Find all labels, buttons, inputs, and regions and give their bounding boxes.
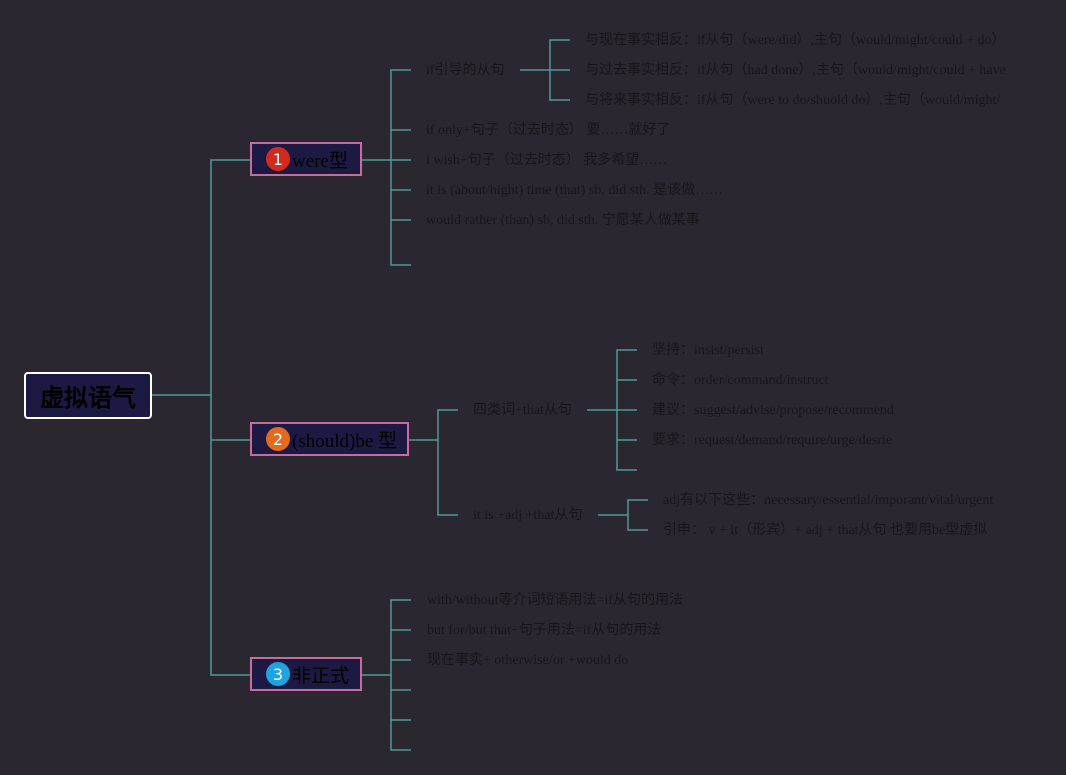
number-2-badge-icon: 2	[266, 427, 290, 451]
topic-but-for[interactable]: but for/but that+句子用法=if从句的用法	[427, 623, 662, 638]
root-label: 虚拟语气	[40, 384, 136, 412]
topic-it-is-time[interactable]: it is (about/hight) time (that) sb. did …	[426, 183, 724, 198]
topic-with-without[interactable]: with/without等介词短语用法=if从句的用法	[427, 593, 684, 608]
topic-i-wish[interactable]: i wish+句子（过去时态） 我多希望……	[426, 153, 668, 168]
topic-if-clause[interactable]: if引导的从句	[426, 63, 505, 78]
topic-would-rather[interactable]: would rather (than) sb, did sth. 宁愿某人做某事	[426, 213, 700, 228]
topic-otherwise[interactable]: 现在事实+ otherwise/or +would do	[427, 653, 629, 668]
topic-it-is-adj[interactable]: it is +adj +that从句	[473, 508, 583, 523]
branch-node-were[interactable]: 1 were型	[250, 142, 362, 176]
number-1-badge-icon: 1	[266, 147, 290, 171]
branch-label: were型	[292, 150, 348, 172]
branch-node-should-be[interactable]: 2 (should)be 型	[250, 422, 409, 456]
topic-extension[interactable]: 引申： v + it（形宾）+ adj + that从句 也要用be型虚拟	[663, 523, 988, 538]
topic-suggest[interactable]: 建议：suggest/advise/propose/recommend	[652, 403, 894, 418]
topic-request[interactable]: 要求：request/demand/require/urge/desrie	[652, 433, 892, 448]
topic-adj-list[interactable]: adj有以下这些：necessary/essential/imporant/vi…	[663, 493, 994, 508]
branch-node-informal[interactable]: 3 非正式	[250, 657, 362, 691]
topic-present-contrary[interactable]: 与现在事实相反：if从句（were/did）,主句（would/might/co…	[585, 33, 1006, 48]
topic-four-verbs-that-clause[interactable]: 四类词+that从句	[473, 403, 572, 418]
branch-label: (should)be 型	[292, 430, 398, 452]
topic-order[interactable]: 命令：order/command/instruct	[652, 373, 829, 388]
topic-future-contrary[interactable]: 与将来事实相反：if从句（were to do/shuold do）,主句（wo…	[585, 93, 1001, 108]
branch-label: 非正式	[292, 665, 350, 687]
topic-insist[interactable]: 坚持：insist/persist	[652, 343, 765, 358]
root-node[interactable]: 虚拟语气	[24, 372, 152, 419]
topic-if-only[interactable]: if only+句子（过去时态） 要……就好了	[426, 123, 671, 138]
topic-past-contrary[interactable]: 与过去事实相反：if从句（had done）,主句（would/might/co…	[585, 63, 1006, 78]
number-3-badge-icon: 3	[266, 662, 290, 686]
